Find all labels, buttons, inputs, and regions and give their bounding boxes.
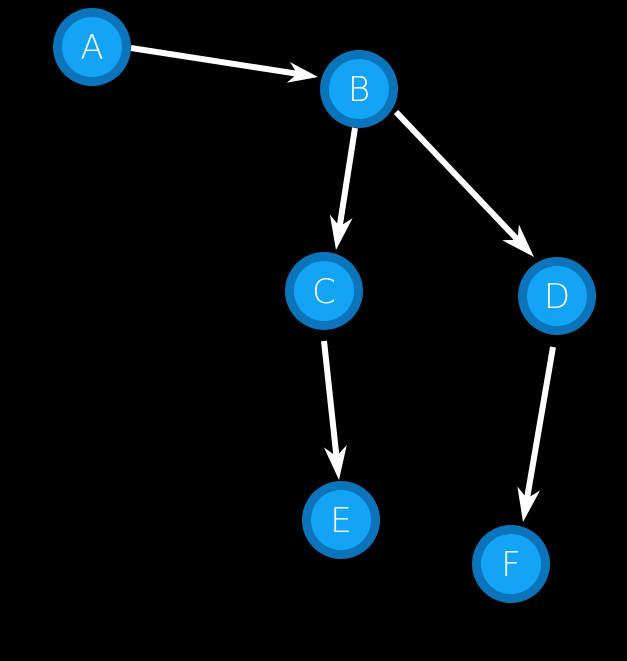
edge-a-to-b	[130, 45, 318, 83]
edge-b-to-c	[329, 127, 358, 250]
edge-d-to-f	[517, 346, 556, 522]
node-label: A	[80, 28, 103, 68]
node-core	[294, 261, 354, 321]
node-core	[62, 17, 122, 77]
node-label: C	[312, 272, 336, 312]
node-core	[527, 266, 587, 326]
node-label: D	[544, 277, 570, 317]
node-label: B	[348, 70, 370, 110]
edge-line	[523, 346, 556, 505]
edge-line	[335, 127, 358, 232]
node-label: E	[330, 501, 351, 541]
edges-layer	[130, 45, 556, 522]
edge-b-to-d	[393, 109, 534, 257]
node-core	[311, 490, 371, 550]
edge-arrowhead	[329, 214, 353, 250]
graph-node-a[interactable]: A	[53, 8, 131, 86]
edge-line	[393, 109, 524, 246]
graph-node-f[interactable]: F	[472, 525, 550, 603]
node-core	[329, 59, 389, 119]
graph-node-b[interactable]: B	[320, 50, 398, 128]
graph-node-d[interactable]: D	[518, 257, 596, 335]
edge-arrowhead	[517, 486, 541, 522]
node-label: F	[501, 545, 521, 585]
graph-node-e[interactable]: E	[302, 481, 380, 559]
node-core	[481, 534, 541, 594]
edge-line	[321, 340, 340, 462]
edge-arrowhead	[502, 224, 534, 257]
edge-arrowhead	[286, 62, 318, 83]
edge-arrowhead	[323, 444, 347, 480]
graph-node-c[interactable]: C	[285, 252, 363, 330]
nodes-layer: A B C D E F	[53, 8, 596, 603]
edge-line	[130, 45, 303, 78]
edge-c-to-e	[321, 340, 347, 480]
